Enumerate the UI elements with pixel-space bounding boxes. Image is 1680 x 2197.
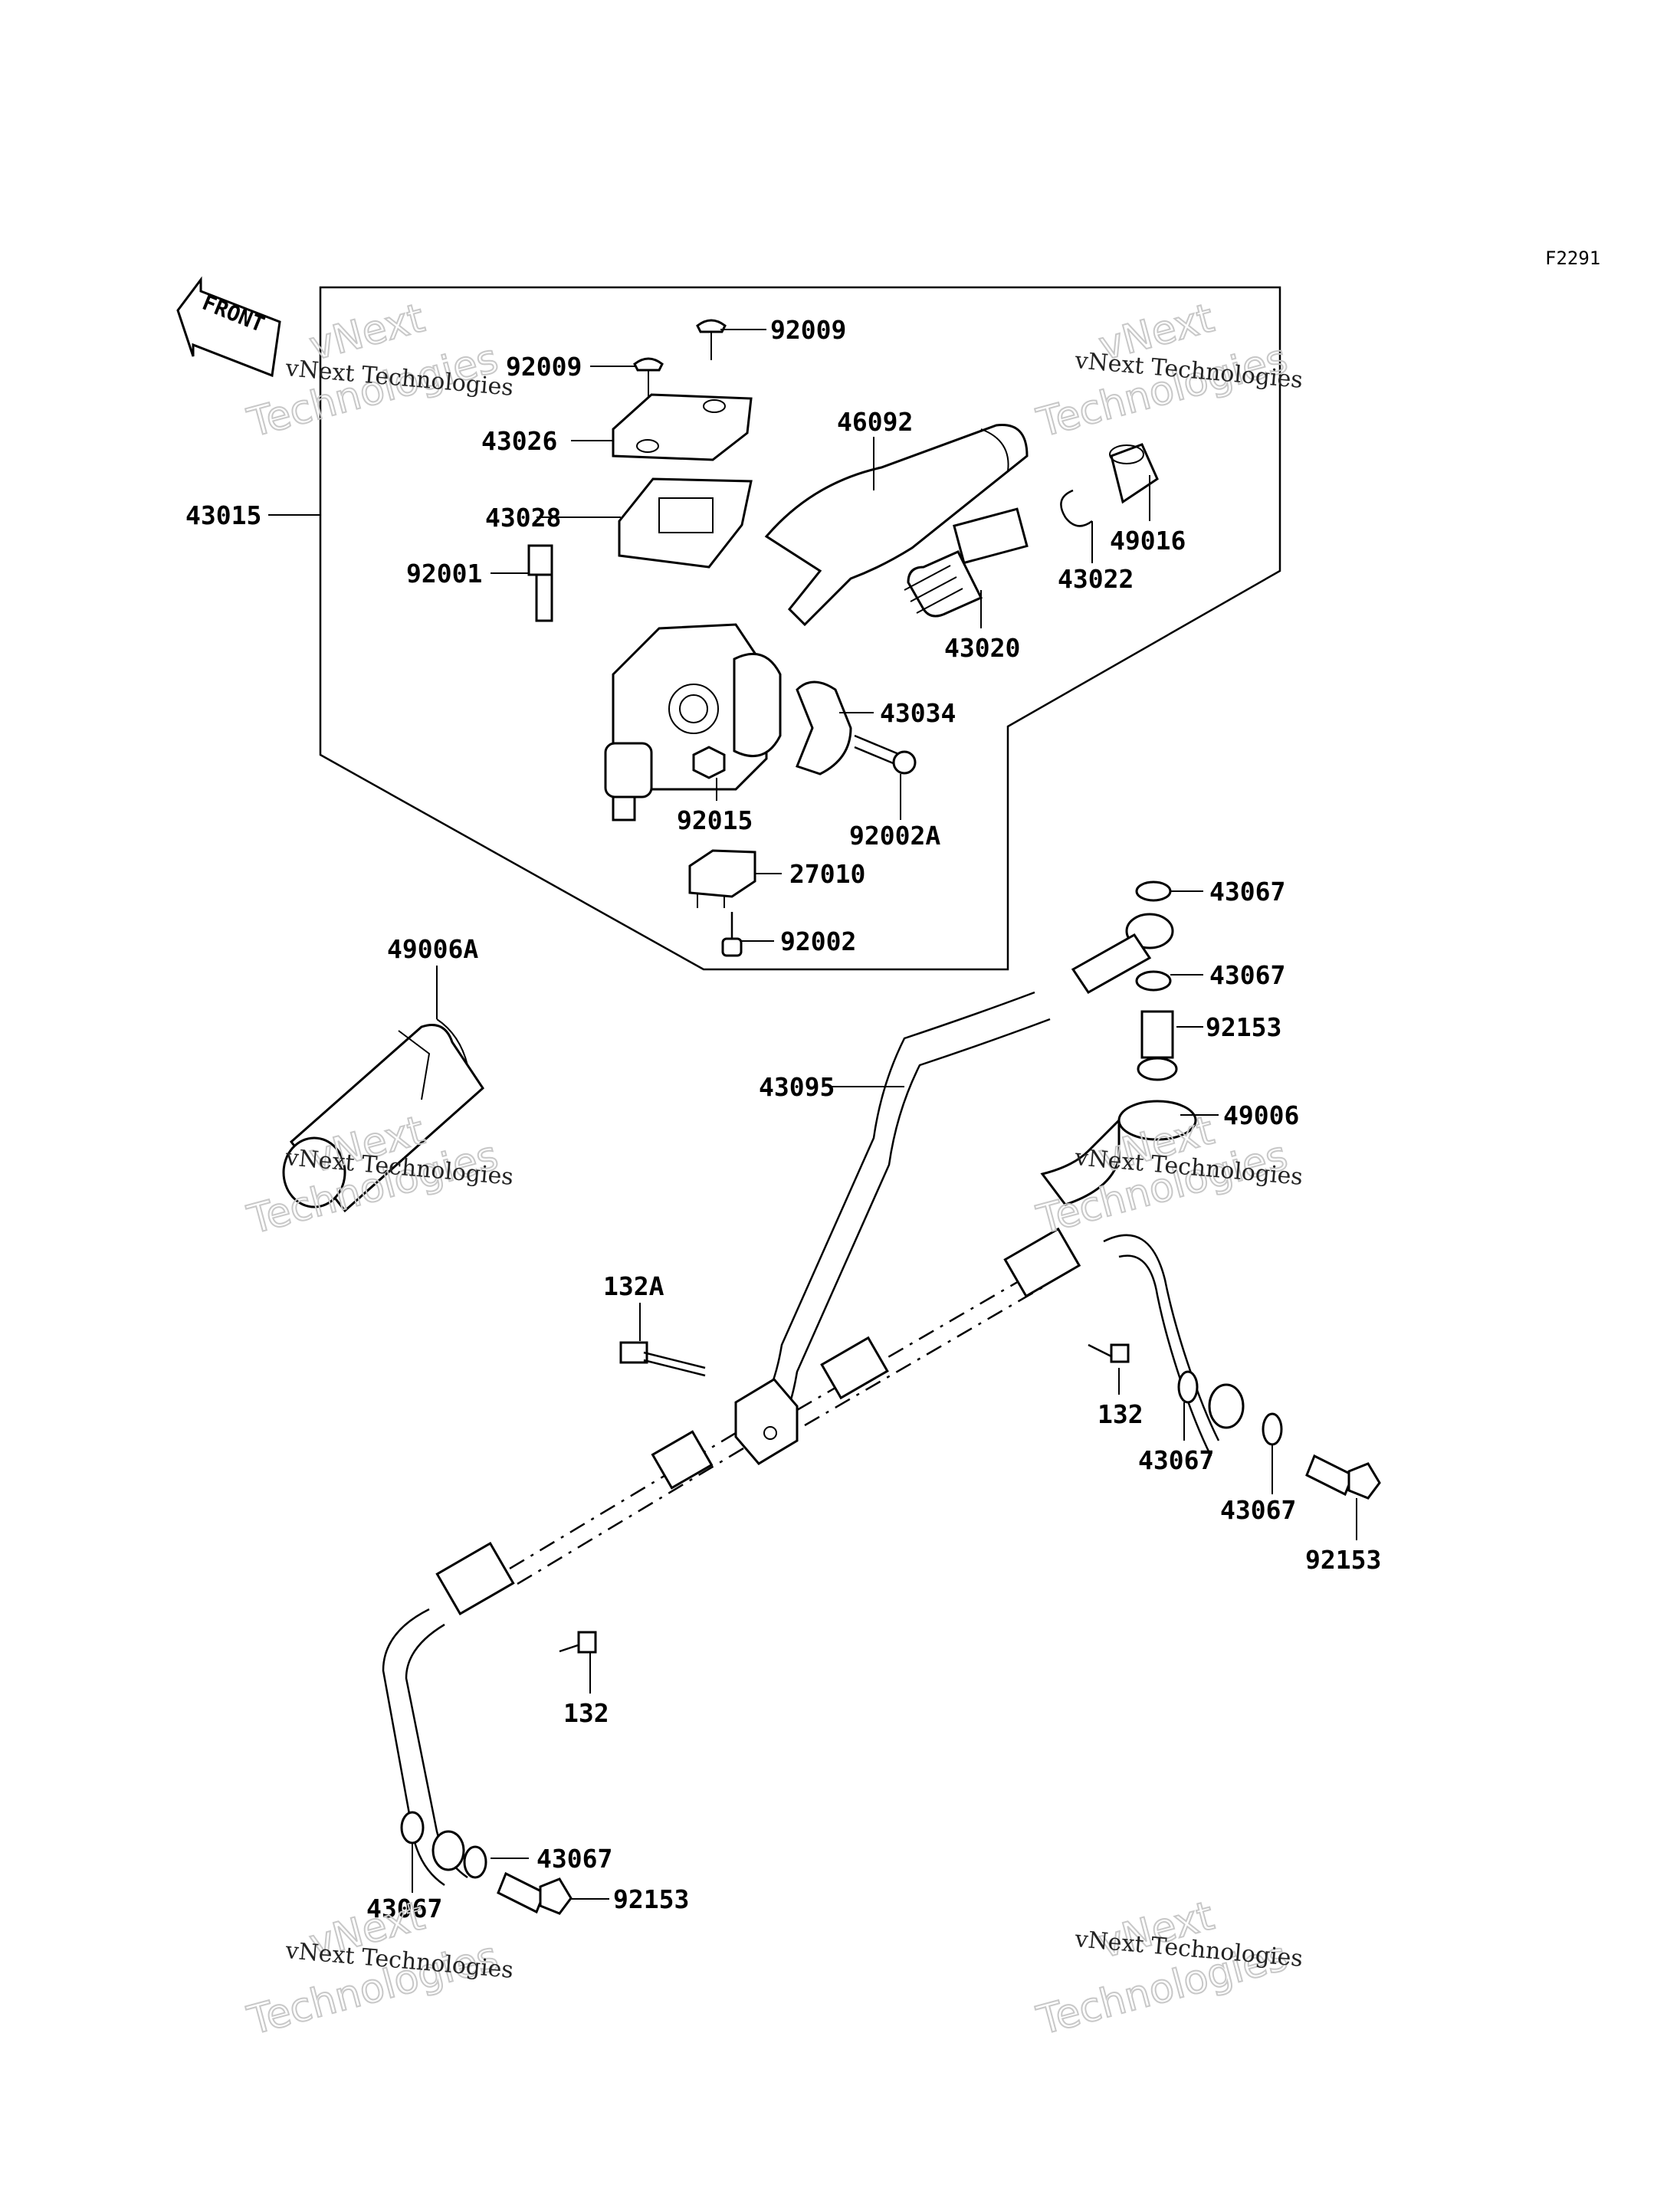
right-banjo-fitting (1208, 1383, 1245, 1429)
dust-boot (1109, 443, 1159, 504)
callout-49016: 49016 (1110, 526, 1186, 556)
callout-92002: 92002 (780, 926, 856, 956)
callout-43034: 43034 (880, 698, 956, 728)
callout-92153-b: 92153 (1305, 1545, 1381, 1575)
callout-132-right: 132 (1098, 1399, 1144, 1429)
leader-lines (268, 329, 1357, 1900)
reservoir-cap-screws (633, 319, 727, 398)
callout-27010: 27010 (789, 859, 865, 889)
callout-92009-left: 92009 (506, 352, 582, 382)
clamp-bolt (854, 734, 917, 775)
hose-guide-49006A (282, 1018, 484, 1213)
watermark-bottom-right: vNext Technologies vNext Technologies (1032, 1892, 1304, 2045)
callout-43067-b: 43067 (1209, 960, 1285, 990)
callout-132-left: 132 (563, 1698, 609, 1728)
diagram-reference-code: F2291 (1545, 248, 1600, 269)
callout-92002A: 92002A (849, 821, 940, 851)
diaphragm (618, 477, 753, 569)
callout-132A: 132A (603, 1271, 664, 1301)
callout-43067-f: 43067 (366, 1894, 442, 1923)
brake-pipe-junction (734, 1378, 799, 1465)
piston-assembly (904, 507, 1029, 618)
callout-46092: 46092 (837, 407, 913, 437)
left-bracket-bolt-132 (559, 1631, 597, 1654)
cap-bolt (527, 544, 553, 622)
callout-43026: 43026 (481, 426, 557, 456)
callout-49006A: 49006A (387, 934, 478, 964)
left-banjo-bolt (497, 1871, 573, 1915)
callout-43020: 43020 (944, 633, 1020, 663)
nut (692, 746, 726, 779)
junction-bolt-132A (619, 1341, 706, 1377)
watermark-top-left: vNext Technologies vNext Technologies (242, 294, 514, 448)
callout-92015: 92015 (677, 805, 753, 835)
callout-92001: 92001 (406, 559, 482, 589)
callout-43015: 43015 (185, 500, 261, 530)
callout-43067-c: 43067 (1138, 1445, 1214, 1475)
right-banjo-washers (1177, 1370, 1283, 1446)
brake-light-switch (688, 849, 756, 908)
master-cylinder-body (604, 623, 782, 821)
callout-92009-top: 92009 (770, 315, 846, 345)
callout-43028: 43028 (485, 503, 561, 533)
callout-43022: 43022 (1058, 564, 1134, 594)
upper-banjo-fitting (1071, 913, 1174, 994)
callout-92153-c: 92153 (613, 1884, 689, 1914)
left-banjo-fitting (431, 1830, 465, 1871)
left-banjo-washers (400, 1811, 487, 1879)
reservoir-cap (612, 393, 753, 461)
callout-43067-a: 43067 (1209, 877, 1285, 907)
left-brake-pipe (382, 1430, 744, 1887)
watermark-bottom-left: vNext Technologies vNext Technologies (242, 1892, 514, 2045)
hose-joint-49006 (1040, 1100, 1197, 1206)
switch-screw (721, 912, 743, 957)
callout-49006: 49006 (1223, 1100, 1299, 1130)
callout-43067-e: 43067 (536, 1844, 612, 1874)
right-banjo-bolt (1305, 1454, 1381, 1500)
callout-43095: 43095 (759, 1072, 835, 1102)
lever (764, 424, 1029, 627)
clamp-holder (796, 680, 852, 776)
callout-92153-a: 92153 (1206, 1012, 1281, 1042)
master-cylinder-assembly-outline (319, 286, 1281, 971)
circlip (1060, 489, 1093, 527)
right-bracket-bolt-132 (1088, 1343, 1130, 1363)
front-direction-arrow: FRONT (176, 276, 281, 378)
right-brake-pipe (796, 1227, 1220, 1457)
callout-43067-d: 43067 (1220, 1495, 1296, 1525)
banjo-bolt-upper (1137, 1010, 1178, 1081)
upper-banjo-washers (1135, 880, 1172, 992)
watermark-top-right: vNext Technologies vNext Technologies (1032, 294, 1304, 448)
